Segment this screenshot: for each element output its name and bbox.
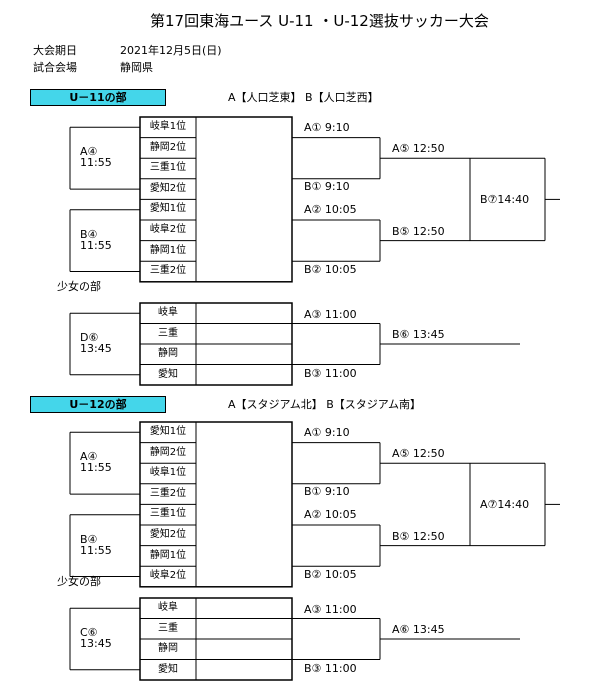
team-cell: 岐阜1位 — [149, 121, 187, 132]
team-cell: 岐阜2位 — [149, 570, 187, 582]
u11-block-a: A④ 11:55 — [80, 145, 112, 170]
venue-value: 静岡県 — [120, 61, 153, 74]
final-label: A⑦14:40 — [480, 498, 530, 512]
team-cell: 愛知1位 — [149, 426, 187, 437]
girls-team-cell: 静岡 — [158, 348, 178, 359]
team-cell: 静岡2位 — [149, 141, 187, 153]
u12-block-b: B④ 11:55 — [80, 532, 112, 557]
u12-girls-block: C⑥ 13:45 — [80, 626, 112, 650]
team-cell: 静岡2位 — [149, 446, 187, 458]
venue-label: 試合会場 — [33, 61, 77, 74]
match-label: A⑥ 13:45 — [392, 623, 445, 636]
match-label: A⑤ 12:50 — [392, 447, 445, 461]
u11-banner: U－11の部 — [30, 89, 166, 106]
match-label: B② 10:05 — [304, 262, 357, 276]
match-label: B⑤ 12:50 — [392, 529, 445, 543]
girls-team-cell: 愛知 — [158, 663, 178, 675]
match-label: B⑥ 13:45 — [392, 328, 445, 341]
u11-venues: A【人口芝東】 B【人口芝西】 — [228, 91, 379, 104]
match-label: B② 10:05 — [304, 567, 357, 581]
team-cell: 岐阜2位 — [149, 224, 187, 235]
date-label: 大会期日 — [33, 44, 77, 57]
date-value: 2021年12月5日(日) — [120, 44, 222, 57]
team-cell: 岐阜1位 — [149, 467, 187, 479]
girls-team-cell: 愛知 — [158, 368, 178, 380]
girls-team-cell: 三重 — [158, 622, 178, 634]
team-cell: 静岡1位 — [149, 549, 187, 561]
u12-banner: U－12の部 — [30, 396, 166, 413]
u12-block-a: A④ 11:55 — [80, 450, 112, 475]
team-cell: 三重1位 — [149, 508, 187, 520]
u12-girls-label: 少女の部 — [57, 575, 101, 588]
final-label: B⑦14:40 — [480, 193, 530, 207]
match-label: A② 10:05 — [304, 203, 357, 216]
team-cell: 愛知2位 — [149, 529, 187, 540]
team-cell: 静岡1位 — [149, 244, 187, 256]
match-label: B① 9:10 — [304, 485, 350, 499]
girls-team-cell: 三重 — [158, 327, 178, 339]
team-cell: 三重2位 — [149, 265, 187, 277]
team-cell: 愛知2位 — [149, 182, 187, 194]
u11-girls-block: D⑥ 13:45 — [80, 331, 112, 355]
girls-team-cell: 静岡 — [158, 643, 178, 654]
team-cell: 愛知1位 — [149, 203, 187, 215]
match-label: A① 9:10 — [304, 425, 350, 439]
u11-block-b: B④ 11:55 — [80, 227, 112, 252]
match-label: B⑤ 12:50 — [392, 224, 445, 238]
match-label: B③ 11:00 — [304, 366, 357, 380]
match-label: B③ 11:00 — [304, 661, 357, 675]
page-title: 第17回東海ユース U-11 ・U-12選抜サッカー大会 — [150, 12, 489, 30]
match-label: A③ 11:00 — [304, 602, 357, 616]
match-label: A③ 11:00 — [304, 307, 357, 321]
match-label: B① 9:10 — [304, 180, 350, 194]
girls-team-cell: 岐阜 — [158, 307, 178, 318]
u11-girls-label: 少女の部 — [57, 280, 101, 293]
team-cell: 三重1位 — [149, 162, 187, 174]
team-cell: 三重2位 — [149, 487, 187, 499]
girls-team-cell: 岐阜 — [158, 602, 178, 613]
match-label: A① 9:10 — [304, 120, 350, 134]
u12-venues: A【スタジアム北】 B【スタジアム南】 — [228, 398, 422, 411]
match-label: A⑤ 12:50 — [392, 142, 445, 156]
match-label: A② 10:05 — [304, 508, 357, 521]
